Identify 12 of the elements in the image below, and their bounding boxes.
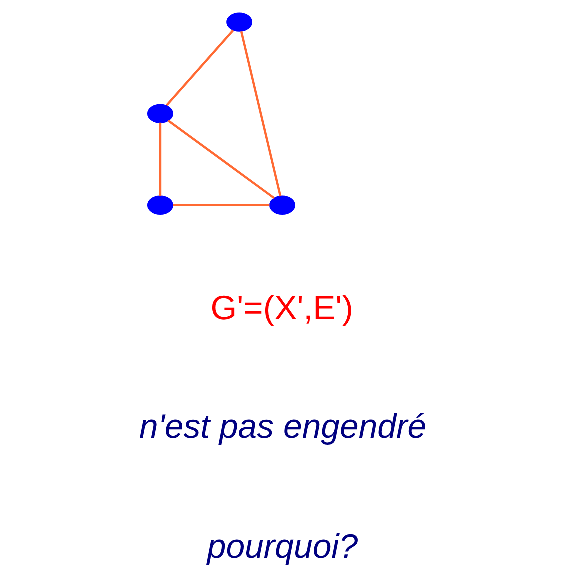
node-circle (226, 12, 252, 32)
connector (167, 120, 274, 200)
node-circle (146, 104, 173, 124)
connector (240, 31, 282, 197)
node-circle (269, 196, 295, 215)
connector (158, 122, 162, 196)
node-circle (146, 196, 173, 215)
connector (172, 204, 270, 206)
label: G'=(X',E') (210, 289, 353, 328)
label: pourquoi? (206, 528, 358, 566)
connector (166, 30, 234, 106)
label: n'est pas engendré (139, 408, 426, 446)
